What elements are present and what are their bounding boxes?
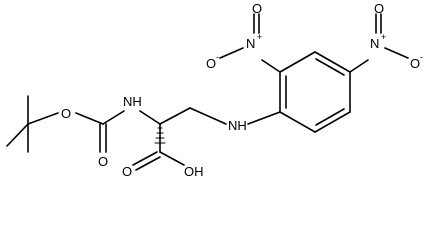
bond-ch2-to-aryl-nh — [189, 107, 227, 125]
atom-label-boc-nh: NH — [123, 94, 142, 109]
bond-alpha-c-to-ch2 — [159, 107, 191, 125]
atom-label-nitro-top-o: O — [252, 1, 262, 16]
atom-label-nitro-right-n: N — [370, 36, 379, 51]
atom-label-acid-o: O — [122, 164, 132, 179]
bond-nitro-top-n-o-minus — [219, 47, 244, 59]
atom-label-nitro-top-n: N — [246, 36, 255, 51]
bond-ring-c6-c1 — [279, 111, 316, 133]
bond-acid-c-o-a — [132, 151, 158, 166]
molecule-structure-diagram: O - N + O N + O O - NH O O NH O OH — [6, 1, 423, 179]
bond-ring-c3-c4-inner — [315, 58, 345, 76]
charge-nitro-right-plus: + — [381, 32, 386, 42]
atom-label-nitro-right-o: O — [374, 1, 384, 16]
charge-nitro-top-minus: - — [216, 52, 219, 62]
bond-tbu-to-ester-o — [27, 112, 59, 125]
bond-ring-c3-c4 — [314, 51, 351, 73]
bond-acid-c-o-b — [135, 156, 161, 171]
atom-label-nitro-right-o-minus: O — [410, 56, 420, 71]
bond-ring-c5-c6-inner — [315, 108, 345, 126]
bond-aryl-nh-to-ring — [247, 111, 281, 125]
bond-ring-to-nitro-right-n — [349, 59, 369, 73]
atom-label-aryl-nh: NH — [228, 118, 247, 133]
bond-ring-c5-c6 — [314, 111, 351, 133]
bond-carbonyl-c-to-nh — [102, 110, 125, 125]
bond-tbu-methyl-left — [6, 123, 29, 147]
stereo-hash-wedge — [154, 127, 166, 144]
atom-label-carbonyl-o: O — [98, 154, 108, 169]
bond-ring-to-nitro-top-n — [261, 59, 281, 73]
bond-ester-o-to-carbonyl-c — [75, 112, 104, 125]
bond-nitro-right-n-o-minus — [384, 47, 409, 59]
atom-label-acid-oh: OH — [184, 164, 204, 179]
atom-label-ester-o: O — [61, 106, 71, 121]
bond-ring-c2-c3 — [279, 51, 316, 73]
bond-acid-c-to-oh — [159, 151, 185, 166]
charge-nitro-top-plus: + — [257, 32, 262, 42]
charge-nitro-right-minus: - — [420, 52, 423, 62]
bond-nh-to-alpha-c — [139, 110, 161, 125]
atom-label-nitro-top-o-minus: O — [206, 56, 216, 71]
